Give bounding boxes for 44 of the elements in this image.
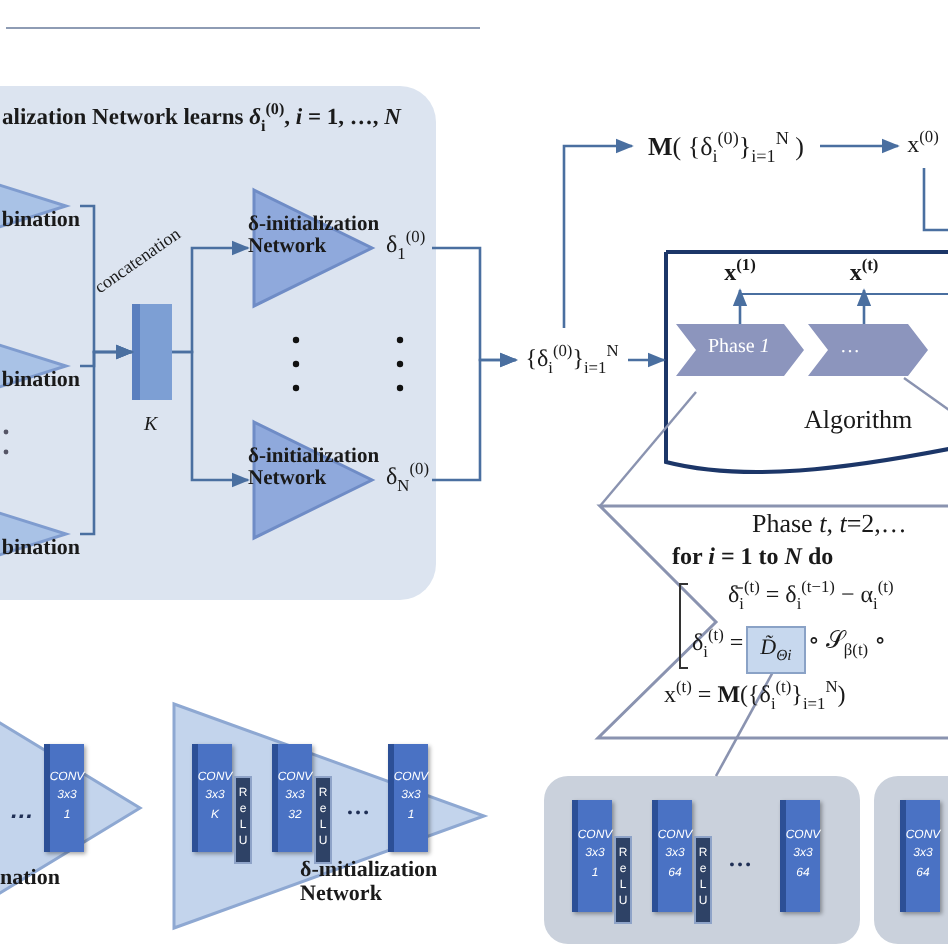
math-expression: x$^{(0)}$ — [898, 120, 948, 168]
arrow — [732, 288, 748, 324]
algorithm-line: δ$_{i}$$^{(t)}$ = — [692, 628, 744, 663]
leader-line — [714, 669, 776, 777]
network-triangle — [172, 704, 484, 928]
network-panel — [0, 86, 436, 600]
arrow — [80, 344, 134, 536]
network-label: bination — [1, 370, 80, 394]
ellipsis-label: … — [728, 844, 752, 874]
network-label: nation — [0, 868, 60, 892]
phase-chevron — [808, 324, 928, 376]
ellipsis-label: … — [346, 792, 370, 822]
network-label: δ-initialization Network — [248, 214, 380, 259]
math-expression: M( {δ$_{i}$$^{(0)}$}$_{i=1}$$^{N}$ ) — [632, 112, 820, 180]
arrow — [432, 352, 518, 482]
arrow — [628, 352, 666, 368]
network-label: bination — [1, 538, 80, 562]
phase-chevron — [676, 324, 804, 376]
math-expression: x$^{(t)}$ — [840, 254, 888, 288]
block-panel — [874, 776, 948, 944]
arrow — [820, 138, 900, 154]
arrow — [562, 138, 634, 328]
panel-heading: alization Network learns δ$_{i}$$^{(0)}$, i = 1, …, N — [2, 102, 401, 136]
arrow — [172, 350, 250, 488]
math-expression: x$^{(1)}$ — [716, 254, 764, 288]
algorithm-box — [664, 250, 948, 474]
algorithm-label: Algorithm — [804, 406, 913, 434]
arrow — [856, 288, 872, 324]
network-label: δ-initialization Network — [300, 860, 440, 907]
dimension-label: K — [144, 416, 158, 437]
phase-detail-panel — [596, 504, 948, 740]
block-panel — [544, 776, 860, 944]
phase-label: … — [840, 338, 860, 359]
operator-box: D̃$_{Θi}$ — [746, 626, 806, 674]
network-label: δ-initialization Network — [248, 446, 380, 491]
arrow — [922, 168, 948, 232]
algorithm-line: ∘ 𝒮$_{β(t)}$ ∘ — [808, 628, 886, 661]
phase-label: Phase 1 — [708, 338, 770, 359]
phase-heading: Phase t, t=2,… — [752, 510, 907, 538]
network-triangle — [248, 422, 432, 538]
ellipsis-label: … — [10, 794, 34, 828]
algorithm-line: for i = 1 to N do — [672, 544, 834, 570]
network-label: bination — [1, 210, 80, 234]
algorithm-line: x$^{(t)}$ = M({δ$_{i}$$^{(t)}$}$_{i=1}$$^{N}$) — [664, 680, 846, 715]
